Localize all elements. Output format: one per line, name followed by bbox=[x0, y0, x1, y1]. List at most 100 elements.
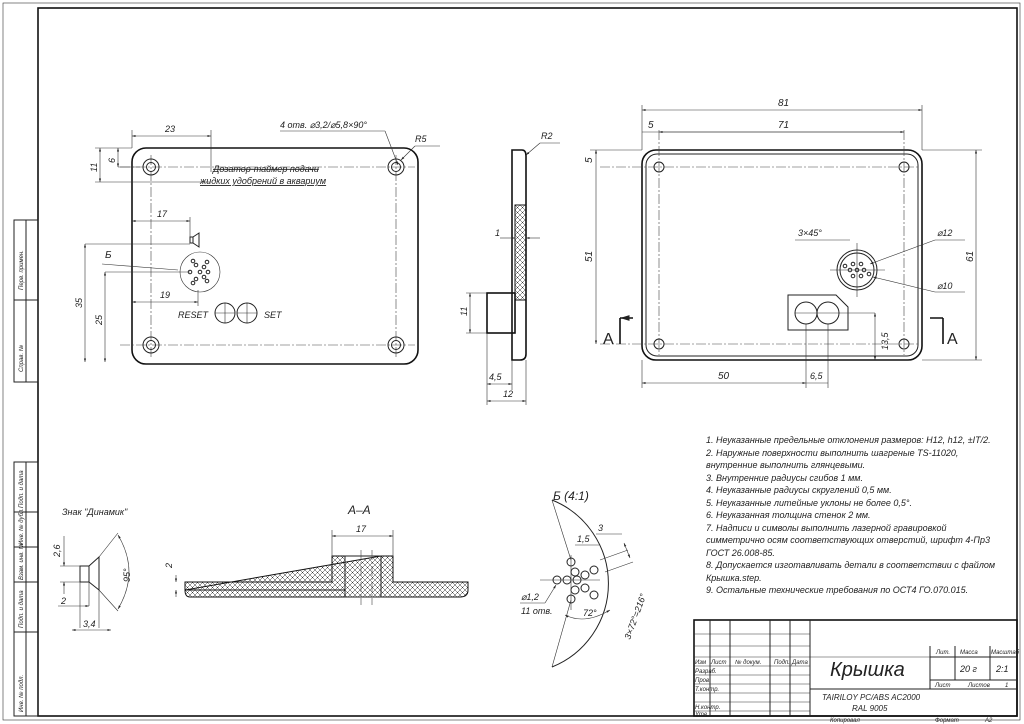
drawing-text: Изм bbox=[695, 660, 706, 666]
drawing-text: 4. Неуказанные радиусы скруглений 0,5 мм… bbox=[706, 485, 892, 495]
dim-12: 12 bbox=[503, 389, 513, 399]
dim-1: 1 bbox=[495, 228, 500, 238]
detail-holes bbox=[540, 555, 600, 610]
dim-17: 17 bbox=[157, 209, 168, 219]
sound-holes bbox=[187, 258, 211, 286]
dim-23: 23 bbox=[164, 124, 175, 134]
drawing-text: Утв. bbox=[694, 712, 709, 718]
drawing-text: Разраб. bbox=[695, 669, 717, 675]
section-a-a: А–А 17 2 bbox=[164, 503, 469, 605]
drawing-text: Лист bbox=[710, 660, 726, 666]
dim-61: 61 bbox=[965, 251, 976, 262]
section-mark-right: А bbox=[930, 317, 958, 348]
drawing-text: № докум. bbox=[735, 659, 761, 666]
drawing-text: Дата bbox=[791, 660, 808, 666]
radius-r5: R5 bbox=[415, 134, 427, 144]
engraving-text: жидких удобрений в аквариум bbox=[199, 176, 326, 186]
drawing-text: Масса bbox=[960, 650, 978, 656]
drawing-text: Т.контр. bbox=[695, 687, 719, 693]
dia-10: ⌀10 bbox=[937, 281, 952, 291]
radius-r2: R2 bbox=[541, 131, 553, 141]
drawing-text: 8. Допускается изготавливать детали в со… bbox=[706, 560, 995, 570]
detail-label-b: Б bbox=[105, 250, 112, 261]
dia-12: ⌀12 bbox=[937, 228, 952, 238]
scale-value: 2:1 bbox=[995, 664, 1009, 674]
drawing-text: 2. Наружные поверхности выполнить шагрен… bbox=[705, 448, 958, 458]
holes-note: 4 отв. ⌀3,2/⌀5,8×90° bbox=[280, 120, 367, 130]
dim-51: 51 bbox=[584, 251, 595, 262]
drawing-text: Крышка.step. bbox=[706, 573, 762, 583]
dim-13-5: 13,5 bbox=[880, 331, 890, 350]
angle-95: 95° bbox=[122, 568, 132, 582]
dim-35: 35 bbox=[74, 297, 84, 308]
button-pad bbox=[787, 294, 849, 331]
dim-1-5: 1,5 bbox=[577, 534, 591, 544]
drawing-text: Лит. bbox=[935, 650, 950, 656]
drawing-text: 1. Неуказанные предельные отклонения раз… bbox=[706, 435, 991, 445]
drawing-text: Листов bbox=[967, 683, 990, 689]
part-name: Крышка bbox=[830, 659, 905, 681]
drawing-text: Формат bbox=[935, 718, 959, 724]
drawing-text: 3. Внутренние радиусы сгибов 1 мм. bbox=[706, 473, 863, 483]
reset-label: RESET bbox=[178, 310, 210, 320]
dim-4-5: 4,5 bbox=[489, 372, 503, 382]
detail-b-view: Б (4:1) ⌀1,2 11 отв. 3 1,5 72° 3×72°=216… bbox=[520, 489, 648, 668]
drawing-text: внутренние выполнить глянцевыми. bbox=[706, 460, 865, 470]
stamp-label: Подп. и дата bbox=[19, 470, 25, 508]
chamfer-dim: 3×45° bbox=[798, 228, 822, 238]
drawing-text: 9. Остальные технические требования по О… bbox=[706, 585, 968, 595]
speaker-boss bbox=[830, 243, 885, 297]
plan-view: 23 4 отв. ⌀3,2/⌀5,8×90° R5 11 6 Дозатор-… bbox=[74, 120, 440, 365]
angle-72: 72° bbox=[583, 608, 597, 618]
dim-81: 81 bbox=[778, 98, 789, 109]
dim-2-aa: 2 bbox=[164, 563, 174, 569]
technical-notes: 1. Неуказанные предельные отклонения раз… bbox=[705, 435, 995, 595]
mounting-holes bbox=[142, 158, 405, 354]
drawing-text: А bbox=[603, 331, 614, 348]
dim-25: 25 bbox=[94, 314, 104, 326]
detail-title: Б (4:1) bbox=[553, 489, 589, 503]
dim-5-top: 5 bbox=[648, 120, 654, 131]
dim-11-side: 11 bbox=[459, 307, 469, 316]
dim-17-aa: 17 bbox=[356, 524, 367, 534]
drawing-text: Лист bbox=[934, 683, 950, 689]
drawing-text: А bbox=[947, 331, 958, 348]
drawing-text: 5. Неуказанные литейные уклоны не более … bbox=[706, 498, 912, 508]
material-color: RAL 9005 bbox=[852, 704, 888, 713]
hole-count: 11 отв. bbox=[521, 606, 553, 616]
speaker-sign-title: Знак "Динамик" bbox=[62, 507, 128, 517]
dim-71: 71 bbox=[778, 120, 789, 131]
drawing-text: 6. Неуказанная толщина стенок 2 мм. bbox=[706, 510, 871, 520]
drawing-text: ГОСТ 26.008-85. bbox=[706, 548, 775, 558]
stamp-label: Инв. № подл. bbox=[18, 675, 25, 712]
section-mark-left: А bbox=[603, 318, 633, 348]
mass-value: 20 г bbox=[959, 664, 978, 674]
engraving-text: Дозатор-таймер подачи bbox=[212, 164, 319, 174]
drawing-text: 1 bbox=[1005, 683, 1008, 689]
material: TAIRILOY PC/ABS AC2000 bbox=[822, 693, 921, 702]
drawing-text: Пров. bbox=[695, 678, 711, 684]
dim-19: 19 bbox=[160, 290, 170, 300]
drawing-text: Подп. bbox=[774, 660, 790, 666]
drawing-text: А2 bbox=[984, 718, 993, 724]
back-view: 81 5 71 5 51 61 3×45° ⌀12 ⌀10 13,5 50 6,… bbox=[584, 98, 982, 388]
dim-3-4: 3,4 bbox=[83, 619, 96, 629]
stamp-label: Перв. примен. bbox=[19, 250, 25, 290]
stamp-label: Справ. № bbox=[18, 344, 25, 372]
dim-5-left: 5 bbox=[584, 157, 595, 163]
cover-outline bbox=[131, 147, 419, 365]
dim-11: 11 bbox=[89, 163, 99, 172]
drawing-text: Н.контр. bbox=[695, 705, 720, 711]
speaker-sign-view: Знак "Динамик" 2,6 2 3,4 95° bbox=[52, 507, 132, 632]
speaker-icon bbox=[189, 232, 200, 248]
drawing-text: симметрично осям соответствующих отверст… bbox=[706, 535, 990, 545]
dim-2-6: 2,6 bbox=[52, 544, 62, 558]
side-view: R2 1 11 4,5 12 bbox=[459, 131, 560, 405]
drawing-text: Масштаб bbox=[991, 650, 1020, 656]
dim-2: 2 bbox=[60, 596, 66, 606]
set-button-hole bbox=[236, 302, 258, 324]
drawing-text: Копировал bbox=[830, 718, 860, 724]
